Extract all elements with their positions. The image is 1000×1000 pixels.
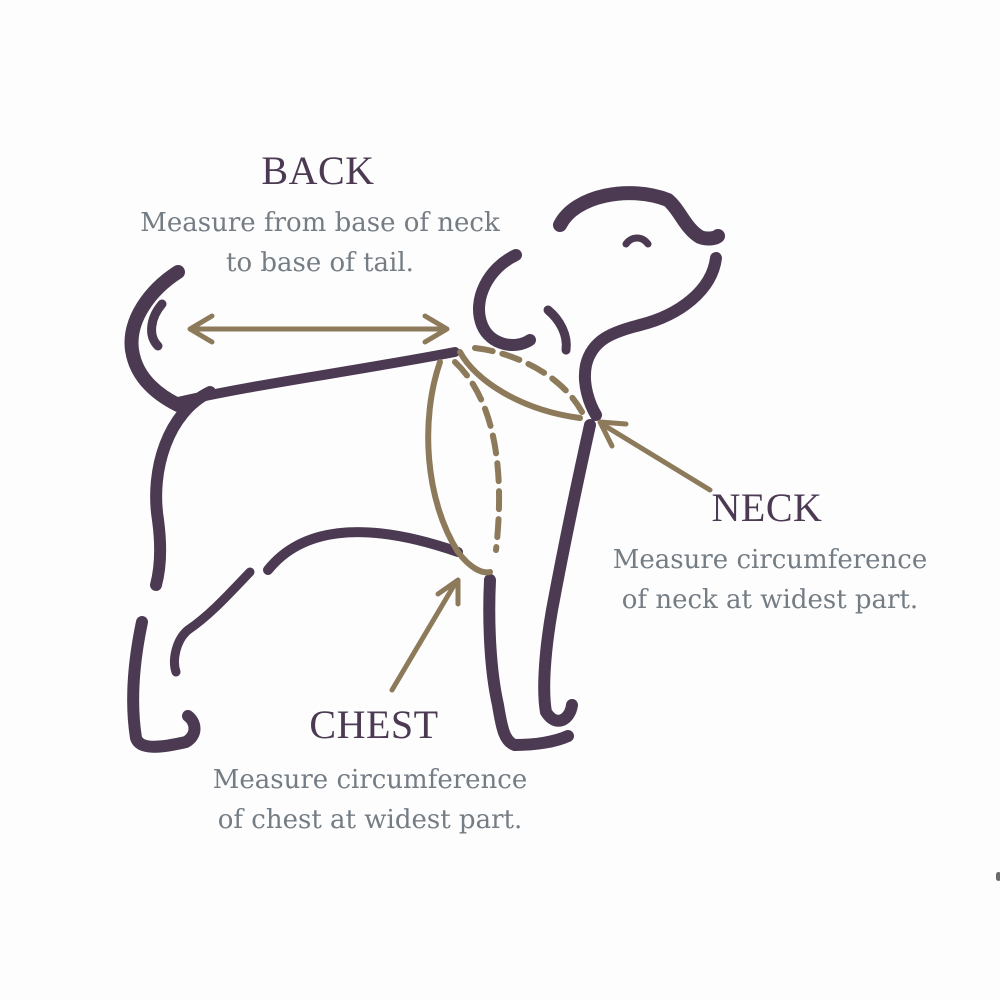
- dog-hind-leg-inner: [170, 567, 255, 677]
- dog-ear-inner: [543, 305, 571, 355]
- chest-pointer-arrow: [389, 577, 461, 693]
- neck-measure-loop: [457, 345, 585, 421]
- dog-eye: [622, 234, 652, 248]
- dog-hind-leg: [127, 616, 201, 753]
- dog-front-leg-back: [483, 574, 521, 751]
- dog-tail-inner: [147, 299, 167, 351]
- dog-front-paw: [509, 730, 574, 751]
- dog-head-top: [553, 186, 725, 246]
- chest-description-line-2: of chest at widest part.: [217, 805, 523, 835]
- dog-head-front: [579, 252, 722, 421]
- dog-ear: [473, 249, 536, 351]
- chest-description: Measure circumference of chest at widest…: [170, 760, 570, 840]
- back-description-line-2: to base of tail.: [226, 248, 414, 278]
- chest-heading: CHEST: [309, 702, 439, 747]
- dog-silhouette: [124, 186, 725, 753]
- dog-tail: [124, 265, 185, 412]
- neck-pointer-arrow: [597, 419, 713, 493]
- neck-heading: NECK: [711, 485, 823, 530]
- dog-rump: [150, 386, 216, 591]
- neck-description-line-1: Measure circumference: [612, 545, 928, 575]
- back-description-line-1: Measure from base of neck: [140, 208, 500, 238]
- neck-description: Measure circumference of neck at widest …: [570, 540, 970, 620]
- dog-belly: [263, 527, 463, 575]
- edge-mark: [996, 872, 1000, 881]
- back-measure-arrow: [187, 313, 450, 345]
- chest-measure-loop: [425, 359, 503, 576]
- neck-description-line-2: of neck at widest part.: [621, 585, 919, 615]
- chest-description-line-1: Measure circumference: [212, 765, 528, 795]
- dog-front-leg-front: [538, 419, 596, 727]
- back-heading: BACK: [261, 148, 375, 193]
- measure-lines: [187, 313, 713, 693]
- dog-back-line: [173, 347, 460, 407]
- back-description: Measure from base of neck to base of tai…: [100, 203, 540, 283]
